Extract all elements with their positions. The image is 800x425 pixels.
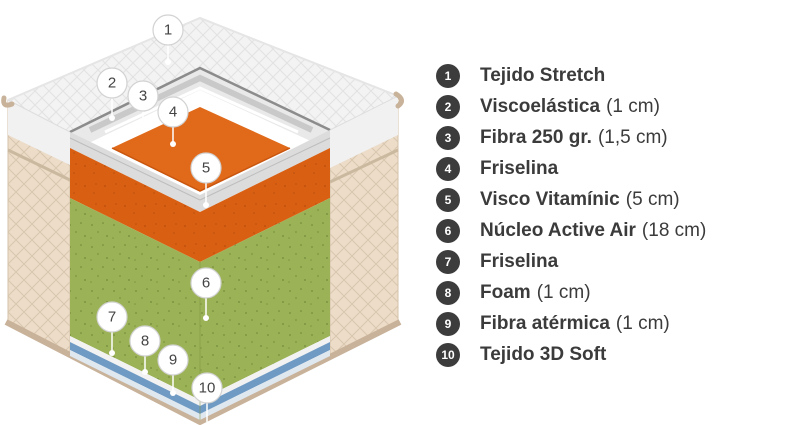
layer-white-tops <box>70 68 330 152</box>
callout-marker-7: 7 <box>96 301 128 333</box>
svg-text:7: 7 <box>108 309 116 326</box>
legend-item-7: 7 Friselina <box>436 246 706 277</box>
legend-item-1: 1 Tejido Stretch <box>436 60 706 91</box>
legend-item-9: 9 Fibra atérmica (1 cm) <box>436 308 706 339</box>
legend-layer-name: Visco Vitamínic <box>480 188 620 210</box>
legend-layer-name: Friselina <box>480 157 559 179</box>
legend-layer-detail: (1,5 cm) <box>597 126 668 148</box>
callout-marker-3: 3 <box>127 80 159 112</box>
legend-layer-name: Foam <box>480 281 531 303</box>
legend-layer-detail: (1 cm) <box>536 281 591 303</box>
legend-layer-detail: (1 cm) <box>615 312 670 334</box>
svg-text:4: 4 <box>169 104 177 121</box>
svg-text:8: 8 <box>141 333 149 350</box>
svg-text:5: 5 <box>202 160 210 177</box>
legend-number-badge: 4 <box>436 156 460 181</box>
legend-layer-name: Viscoelástica <box>480 95 601 117</box>
svg-text:6: 6 <box>202 275 210 292</box>
legend-layer-detail: (5 cm) <box>625 188 680 210</box>
callout-leaders <box>109 45 209 422</box>
legend-layer-detail: (18 cm) <box>641 219 707 241</box>
svg-text:10: 10 <box>199 380 216 397</box>
legend-item-5: 5 Visco Vitamínic (5 cm) <box>436 184 706 215</box>
legend-item-6: 6 Núcleo Active Air (18 cm) <box>436 215 706 246</box>
layer-visco-orange-top <box>112 107 290 191</box>
legend-item-8: 8 Foam (1 cm) <box>436 277 706 308</box>
callout-marker-6: 6 <box>190 267 222 299</box>
legend-layer-name: Friselina <box>480 250 559 272</box>
svg-text:2: 2 <box>108 75 116 92</box>
legend-number-badge: 6 <box>436 218 460 243</box>
svg-text:3: 3 <box>139 88 147 105</box>
callout-marker-10: 10 <box>191 372 223 404</box>
legend-layer-name: Fibra atérmica <box>480 312 610 334</box>
legend-layer-name: Fibra 250 gr. <box>480 126 592 148</box>
legend-number-badge: 5 <box>436 187 460 212</box>
legend-number-badge: 7 <box>436 249 460 274</box>
legend-layer-name: Tejido 3D Soft <box>480 343 607 365</box>
legend-item-2: 2 Viscoelástica (1 cm) <box>436 91 706 122</box>
legend-layer-name: Tejido Stretch <box>480 64 606 86</box>
legend-number-badge: 10 <box>436 342 460 367</box>
callout-marker-9: 9 <box>157 344 189 376</box>
callout-marker-2: 2 <box>96 67 128 99</box>
mattress-cross-section-diagram: 1 2 3 4 5 6 7 8 9 10 <box>1 14 404 425</box>
svg-text:1: 1 <box>164 22 172 39</box>
legend-number-badge: 9 <box>436 311 460 336</box>
callout-marker-5: 5 <box>190 152 222 184</box>
legend-layer-name: Núcleo Active Air <box>480 219 636 241</box>
callout-marker-1: 1 <box>152 14 184 46</box>
legend-number-badge: 1 <box>436 63 460 88</box>
legend-item-3: 3 Fibra 250 gr. (1,5 cm) <box>436 122 706 153</box>
legend-item-10: 10 Tejido 3D Soft <box>436 339 706 370</box>
legend-number-badge: 8 <box>436 280 460 305</box>
legend-layer-detail: (1 cm) <box>606 95 660 117</box>
layer-visco-orange <box>70 148 330 262</box>
svg-text:9: 9 <box>169 352 177 369</box>
legend-number-badge: 3 <box>436 125 460 150</box>
legend-item-4: 4 Friselina <box>436 153 706 184</box>
legend-number-badge: 2 <box>436 94 460 119</box>
callout-marker-8: 8 <box>129 325 161 357</box>
layers-legend: 1 Tejido Stretch 2 Viscoelástica (1 cm) … <box>436 60 706 370</box>
callout-marker-4: 4 <box>157 96 189 128</box>
